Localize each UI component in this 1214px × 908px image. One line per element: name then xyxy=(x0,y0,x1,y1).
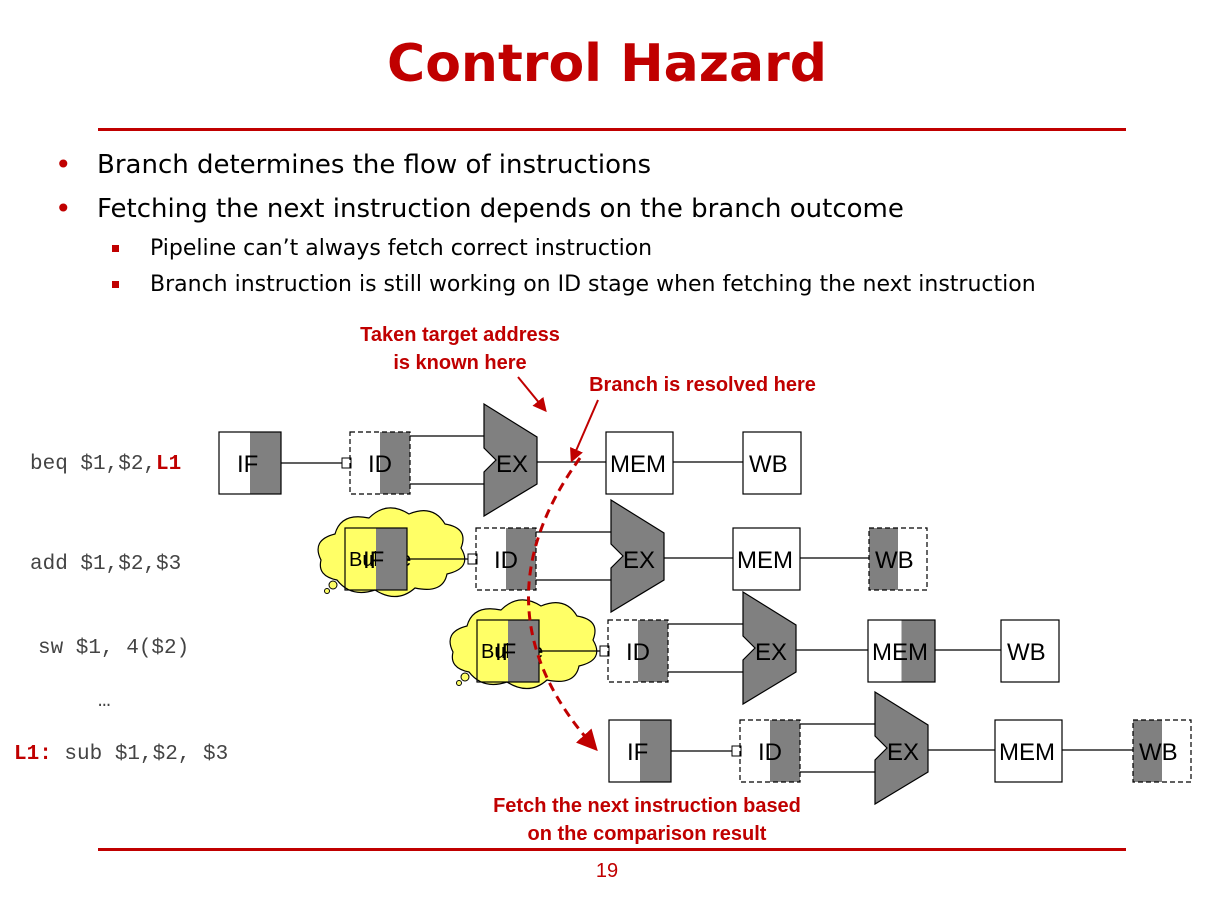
bullet-dot-icon: • xyxy=(55,148,72,181)
instr-ellipsis: … xyxy=(98,690,111,713)
stage-mem-label: MEM xyxy=(872,639,928,666)
note-line: is known here xyxy=(393,352,527,374)
stage-id-label: ID xyxy=(626,639,650,666)
stage-wb xyxy=(1132,719,1192,783)
page-number: 19 xyxy=(595,860,619,882)
stage-id-label: ID xyxy=(758,739,782,766)
instr-sub: L1: sub $1,$2, $3 xyxy=(14,743,228,766)
instr-label: L1 xyxy=(156,453,182,476)
note-taken-target: Taken target address is known here xyxy=(330,321,590,377)
stage-if-shade xyxy=(508,620,539,682)
branch-resolved-arrow xyxy=(570,399,599,463)
latch xyxy=(599,645,610,657)
note-fetch-next: Fetch the next instruction based on the … xyxy=(447,792,847,848)
sub-bullet-text: Pipeline can’t always fetch correct inst… xyxy=(150,236,653,261)
latch xyxy=(467,553,478,565)
instr-label: L1: xyxy=(14,743,52,766)
bubble-cloud-tail xyxy=(456,680,462,686)
bullet-text: Branch determines the flow of instructio… xyxy=(97,150,652,180)
alu-ex-label: EX xyxy=(755,639,787,666)
bullet-text: Fetching the next instruction depends on… xyxy=(97,194,904,224)
note-line: Taken target address xyxy=(360,324,560,346)
stage-id-label: ID xyxy=(494,547,518,574)
stage-if-label: IF xyxy=(363,547,384,574)
stage-wb-label: WB xyxy=(1007,639,1046,666)
stage-id-shade xyxy=(380,432,410,494)
instr-beq: beq $1,$2,L1 xyxy=(30,453,181,476)
stage-if-shade xyxy=(640,720,671,782)
stage-mem xyxy=(732,527,801,591)
stage-mem-label: MEM xyxy=(999,739,1055,766)
stage-if-shade xyxy=(376,528,407,590)
stage-id-shade xyxy=(638,620,668,682)
note-line: Fetch the next instruction based xyxy=(493,795,801,817)
taken-target-arrow xyxy=(517,376,547,413)
instr-add: add $1,$2,$3 xyxy=(30,553,181,576)
stage-wb-shade xyxy=(1133,720,1162,782)
stage-mem-shade xyxy=(901,620,935,682)
stage-wb-label: WB xyxy=(875,547,914,574)
instr-text: sub $1,$2, $3 xyxy=(51,743,229,766)
stage-wb xyxy=(1000,619,1060,683)
stage-if-label: IF xyxy=(495,639,516,666)
bullet-dot-icon: • xyxy=(55,192,72,225)
latch xyxy=(341,457,352,469)
alu-ex xyxy=(874,690,929,806)
square-bullet-icon xyxy=(112,245,119,252)
instr-text: add $1,$2,$3 xyxy=(30,553,182,576)
top-divider xyxy=(98,128,1126,131)
stage-id xyxy=(739,719,801,783)
stage-id xyxy=(349,431,411,495)
stage-wb xyxy=(868,527,928,591)
bubble-cloud-tail xyxy=(324,588,330,594)
stage-if-label: IF xyxy=(237,451,258,478)
stage-mem xyxy=(605,431,674,495)
stage-id-shade xyxy=(770,720,800,782)
stage-mem xyxy=(867,619,936,683)
alu-ex xyxy=(610,498,665,614)
stage-wb-shade xyxy=(869,528,898,590)
latch xyxy=(731,745,742,757)
alu-ex-label: EX xyxy=(887,739,919,766)
alu-ex xyxy=(483,402,538,518)
sub-bullet-text: Branch instruction is still working on I… xyxy=(150,272,1036,297)
instr-sw: sw $1, 4($2) xyxy=(38,637,189,660)
branch-resolve-curve xyxy=(527,457,598,752)
bottom-divider xyxy=(98,848,1126,851)
slide-title: Control Hazard xyxy=(387,34,827,94)
alu-ex-label: EX xyxy=(623,547,655,574)
stage-wb-label: WB xyxy=(749,451,788,478)
square-bullet-icon xyxy=(112,281,119,288)
stage-id xyxy=(607,619,669,683)
bubble-cloud-tail xyxy=(328,580,338,590)
bubble-cloud-tail xyxy=(460,672,470,682)
stage-id-label: ID xyxy=(368,451,392,478)
note-branch-resolved: Branch is resolved here xyxy=(589,374,816,396)
alu-ex xyxy=(742,590,797,706)
stage-if-label: IF xyxy=(627,739,648,766)
instr-text: … xyxy=(98,690,111,713)
stage-id xyxy=(475,527,537,591)
alu-ex-label: EX xyxy=(496,451,528,478)
instr-text: sw $1, 4($2) xyxy=(38,637,190,660)
stage-mem-label: MEM xyxy=(610,451,666,478)
stage-mem xyxy=(994,719,1063,783)
stage-wb xyxy=(742,431,802,495)
note-line: on the comparison result xyxy=(527,823,767,845)
stage-wb-label: WB xyxy=(1139,739,1178,766)
instr-text: beq $1,$2, xyxy=(30,453,157,476)
stage-mem-label: MEM xyxy=(737,547,793,574)
stage-if-shade xyxy=(250,432,281,494)
